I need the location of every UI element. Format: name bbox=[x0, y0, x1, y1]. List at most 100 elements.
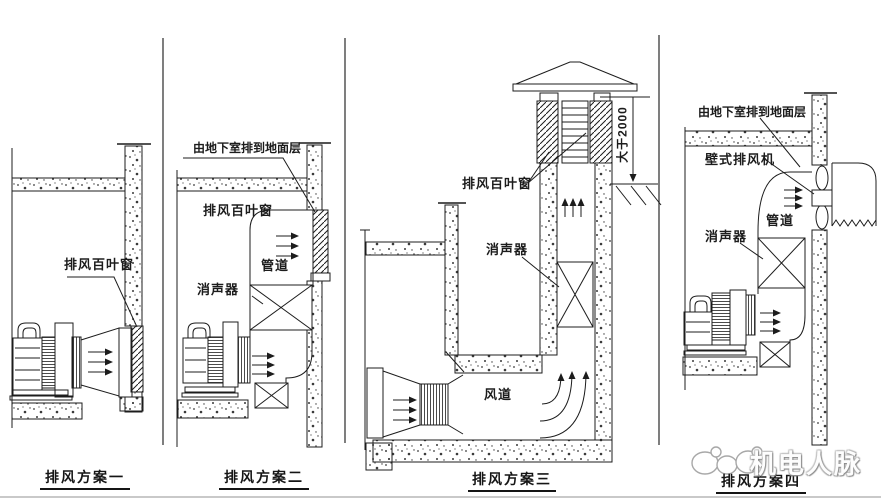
label-leader bbox=[521, 256, 560, 288]
concrete-wall bbox=[306, 144, 323, 211]
radiator-fins bbox=[711, 292, 731, 341]
shaft-wall bbox=[539, 162, 558, 356]
label-duct: 管道 bbox=[261, 258, 290, 273]
airflow-arrows bbox=[760, 186, 803, 335]
shaft-wall bbox=[594, 162, 613, 441]
airflow-arrows bbox=[393, 198, 585, 424]
caption-scheme-2: 排风方案二 bbox=[219, 469, 309, 491]
cap-post bbox=[539, 92, 559, 102]
duct-floor-slab bbox=[372, 439, 613, 463]
roof-cap bbox=[512, 61, 638, 92]
fan-unit bbox=[683, 289, 756, 356]
louver-frame bbox=[310, 272, 331, 282]
ceiling-slab bbox=[365, 241, 446, 256]
label-exhaust-louver: 排风百叶窗 bbox=[203, 203, 274, 218]
concrete-wall bbox=[811, 94, 828, 166]
exhaust-louver bbox=[589, 100, 613, 164]
dimension-line bbox=[600, 96, 650, 182]
label-silencer: 消声器 bbox=[197, 282, 240, 297]
engine-skid bbox=[12, 389, 69, 396]
label-leader bbox=[759, 117, 801, 168]
watermark-doodle-icon bbox=[691, 446, 763, 475]
scheme2-drawing bbox=[176, 142, 331, 448]
label-silencer: 消声器 bbox=[705, 229, 748, 244]
label-leader bbox=[251, 295, 264, 305]
label-leader bbox=[765, 159, 815, 195]
scheme4-drawing bbox=[682, 92, 877, 446]
engine-skid bbox=[686, 344, 746, 351]
outlet-hood bbox=[831, 162, 877, 227]
engine-pipe bbox=[694, 300, 708, 312]
label-exhaust-louver: 排风百叶窗 bbox=[64, 257, 135, 272]
airflow-arrows bbox=[252, 232, 299, 378]
engine-pipe bbox=[22, 327, 37, 338]
duct-ceiling-slab bbox=[454, 354, 543, 374]
vertical-duct bbox=[757, 171, 812, 342]
floor-slab bbox=[684, 130, 813, 147]
caption-scheme-4: 排风方案四 bbox=[716, 473, 806, 495]
label-exhaust-louver: 排风百叶窗 bbox=[462, 176, 533, 191]
engine-pipe bbox=[17, 322, 41, 338]
fan-unit bbox=[9, 322, 133, 401]
airflow-arrows bbox=[88, 348, 113, 376]
wall-fan-propeller bbox=[811, 165, 833, 230]
foundation-slab bbox=[682, 356, 758, 376]
label-leader bbox=[527, 151, 550, 184]
wall-sill bbox=[119, 396, 144, 412]
foundation-block bbox=[365, 442, 393, 471]
bottom-border bbox=[0, 496, 881, 498]
engine-pipe bbox=[192, 327, 207, 338]
label-leader bbox=[183, 157, 316, 213]
label-route-basement-to-ground: 由地下室排到地面层 bbox=[193, 141, 302, 155]
concrete-wall bbox=[124, 145, 143, 327]
flex-connector bbox=[237, 336, 251, 384]
watermark-text: 机电人脉 bbox=[750, 449, 863, 479]
concrete-wall bbox=[811, 229, 828, 446]
engine-skid bbox=[184, 386, 236, 393]
flex-connector bbox=[71, 336, 82, 389]
inner-wall bbox=[444, 204, 459, 356]
exhaust-louver bbox=[312, 209, 329, 274]
caption-scheme-1: 排风方案一 bbox=[40, 469, 130, 491]
foundation-slab bbox=[177, 399, 249, 419]
silencer-box bbox=[757, 237, 806, 289]
label-duct: 管道 bbox=[766, 213, 795, 228]
dimension-text-min-2000: 大于2000 bbox=[615, 106, 630, 163]
label-air-duct: 风道 bbox=[484, 387, 513, 402]
fan-unit bbox=[366, 367, 464, 439]
label-wall-mounted-fan: 壁式排风机 bbox=[705, 152, 776, 167]
engine-pipe bbox=[187, 322, 211, 338]
engine-body bbox=[683, 311, 713, 346]
fan-inlet-box bbox=[54, 322, 74, 398]
outlet-flange bbox=[118, 327, 133, 398]
scheme1-drawing bbox=[9, 143, 151, 428]
radiator-fins bbox=[207, 336, 224, 384]
vertical-duct bbox=[249, 209, 314, 383]
silencer-box bbox=[556, 261, 594, 328]
flex-connector bbox=[419, 383, 449, 426]
hood-grille-zigzag bbox=[831, 219, 877, 227]
silencer-box bbox=[254, 382, 289, 409]
turning-airflow-arrows bbox=[539, 371, 590, 439]
silencer-box bbox=[249, 284, 313, 331]
engine-body bbox=[12, 337, 43, 391]
fan-housing bbox=[366, 367, 384, 439]
caption-scheme-3: 排风方案三 bbox=[468, 471, 556, 493]
ground-hatch bbox=[610, 183, 662, 206]
engine-skid bbox=[683, 350, 747, 356]
label-leader bbox=[527, 132, 587, 184]
fan-unit bbox=[181, 321, 251, 398]
floor-slab bbox=[11, 177, 126, 192]
engine-pipe bbox=[689, 295, 712, 312]
engine-skid bbox=[181, 392, 239, 398]
floor-slab bbox=[176, 177, 308, 192]
scheme3-drawing bbox=[360, 61, 662, 471]
fan-inlet-box bbox=[222, 321, 239, 388]
flex-connector bbox=[745, 294, 756, 336]
panel-separators bbox=[162, 35, 660, 445]
silencer-box bbox=[759, 341, 791, 368]
label-silencer: 消声器 bbox=[486, 242, 529, 257]
louver-slats bbox=[561, 100, 589, 164]
fan-inlet-box bbox=[729, 289, 747, 346]
